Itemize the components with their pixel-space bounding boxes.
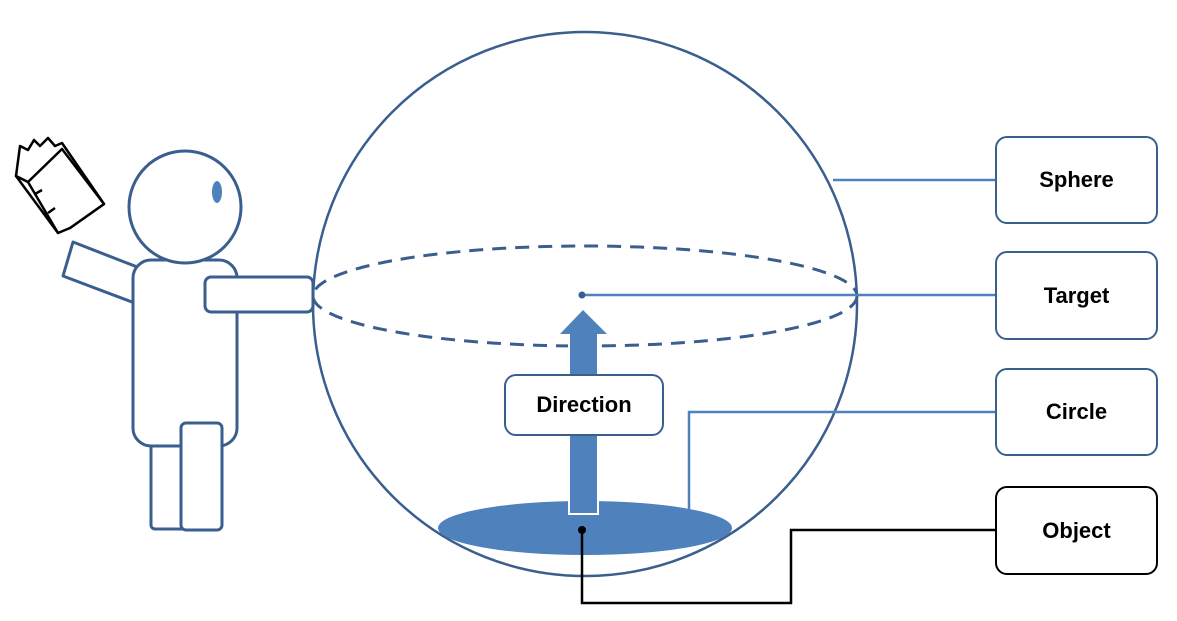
sphere-outline [311,30,859,578]
sphere-label: Sphere [995,136,1158,224]
person-head [127,149,243,265]
object-connector [580,528,996,605]
book-icon [14,136,106,235]
object-point [578,526,586,534]
direction-label: Direction [504,374,664,436]
person-right-leg [179,421,224,532]
person-figure [61,149,315,532]
circle-connector [687,410,996,509]
object-label: Object [995,486,1158,575]
target-point [578,291,586,299]
person-extended-arm [203,275,315,314]
circle-label: Circle [995,368,1158,456]
target-label: Target [995,251,1158,340]
person-eye [212,181,222,203]
